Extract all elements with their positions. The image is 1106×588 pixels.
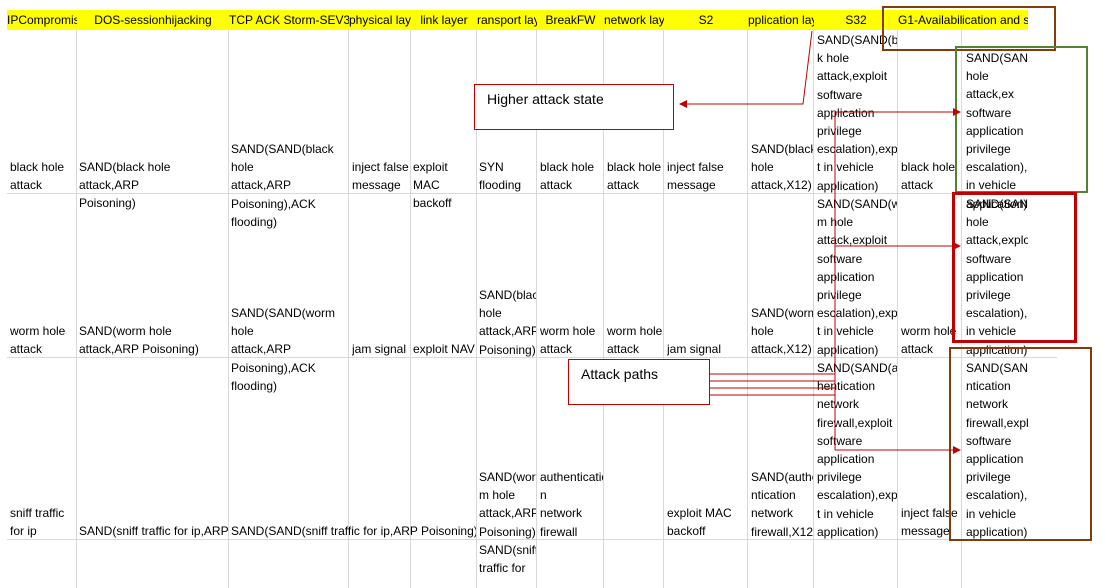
col-header-physical[interactable]: physical layer bbox=[349, 13, 411, 27]
cell-row2-g1[interactable]: worm hole attack bbox=[901, 324, 957, 357]
col-header-link[interactable]: link layer bbox=[420, 13, 468, 27]
cell-row3-breakfw[interactable]: authenticatio n network firewall bbox=[540, 470, 603, 539]
col-header-network[interactable]: network layer bbox=[604, 13, 664, 27]
header-row bbox=[7, 10, 1028, 30]
cell-row2-network[interactable]: worm hole attack bbox=[607, 324, 663, 357]
grid-line bbox=[7, 357, 1057, 358]
callout-attack-paths: Attack paths bbox=[568, 359, 710, 405]
cell-row3-transport[interactable]: SAND(wor m hole attack,ARP Poisoning) bbox=[479, 470, 536, 539]
grid-line bbox=[228, 30, 229, 588]
col-header-application[interactable]: pplication laye bbox=[748, 13, 814, 27]
cell-row3-s2[interactable]: exploit MAC backoff bbox=[667, 506, 732, 539]
cell-row2-breakfw[interactable]: worm hole attack bbox=[540, 324, 596, 357]
grid-line bbox=[348, 30, 349, 588]
cell-row4-transport[interactable]: SAND(sniff traffic for bbox=[479, 543, 536, 576]
grid-line bbox=[410, 30, 411, 588]
grid-line bbox=[7, 193, 1057, 194]
grid-line bbox=[897, 30, 898, 588]
grid-line bbox=[813, 30, 814, 588]
grid-line bbox=[663, 30, 664, 588]
cell-row1-last[interactable]: SAND(SAND(bl hole attack,ex software app… bbox=[966, 51, 1028, 211]
col-header-breakfw[interactable]: BreakFW bbox=[545, 13, 596, 27]
cell-row1-application[interactable]: SAND(black hole attack,X12) bbox=[751, 142, 813, 193]
cell-row3-g1[interactable]: inject false message bbox=[901, 506, 958, 539]
cell-row1-network[interactable]: black hole attack bbox=[607, 160, 662, 193]
cell-row2-tcp[interactable]: SAND(SAND(worm hole attack,ARP Poisoning… bbox=[231, 306, 336, 393]
col-header-g1[interactable]: G1-Availability bbox=[898, 13, 962, 27]
highlight-box-header bbox=[882, 6, 1056, 51]
cell-row3-tcp[interactable]: SAND(SAND(sniff traffic for ip,ARP Poiso… bbox=[231, 524, 476, 538]
cell-row2-last[interactable]: SAND(SAND(w hole attack,exploit software… bbox=[966, 197, 1028, 357]
callout-higher-attack-state: Higher attack state bbox=[474, 84, 674, 130]
cell-row3-label[interactable]: sniff traffic for ip bbox=[10, 506, 65, 539]
cell-row1-g1[interactable]: black hole attack bbox=[901, 160, 956, 193]
cell-row2-label[interactable]: worm hole attack bbox=[10, 324, 66, 357]
cell-row1-label[interactable]: black hole attack bbox=[10, 160, 65, 193]
highlight-box-row3 bbox=[949, 347, 1092, 541]
cell-row2-link[interactable]: exploit NAV bbox=[413, 342, 475, 356]
cell-row2-physical[interactable]: jam signal bbox=[352, 342, 407, 356]
cell-row1-dos[interactable]: SAND(black hole attack,ARP Poisoning) bbox=[79, 160, 171, 211]
col-header-ipcompromise[interactable]: IPCompromise bbox=[7, 13, 77, 27]
highlight-box-row2 bbox=[952, 192, 1077, 343]
cell-row2-s2[interactable]: jam signal bbox=[667, 342, 722, 356]
cell-row3-application[interactable]: SAND(authe nticati­on network firewall,X… bbox=[751, 470, 813, 539]
col-header-transport[interactable]: ransport laye bbox=[477, 13, 537, 27]
col-header-s32[interactable]: S32 bbox=[845, 13, 867, 27]
cell-row2-dos[interactable]: SAND(worm hole attack,ARP Poisoning) bbox=[79, 324, 199, 357]
cell-row2-application[interactable]: SAND(worm hole attack,X12) bbox=[751, 306, 813, 357]
cell-row3-dos[interactable]: SAND(sniff traffic for ip,ARP Poisoning) bbox=[79, 524, 228, 538]
cell-row1-breakfw[interactable]: black hole attack bbox=[540, 160, 595, 193]
grid-line bbox=[76, 30, 77, 588]
grid-line bbox=[476, 30, 477, 588]
grid-line bbox=[747, 30, 748, 588]
grid-line bbox=[961, 30, 962, 588]
cell-row1-physical[interactable]: inject false message bbox=[352, 160, 409, 193]
cell-row2-s32[interactable]: SAND(SAND(wor m hole attack,exploit soft… bbox=[817, 197, 897, 357]
grid-line bbox=[7, 539, 1057, 540]
grid-line bbox=[536, 30, 537, 588]
cell-row1-tcp[interactable]: SAND(SAND(black hole attack,ARP Poisonin… bbox=[231, 142, 334, 229]
col-header-dos[interactable]: DOS-sessionhijacking bbox=[94, 13, 212, 27]
cell-row2-transport[interactable]: SAND(black hole attack,ARP Poisoning) bbox=[479, 288, 536, 357]
cell-row1-s2[interactable]: inject false message bbox=[667, 160, 724, 193]
cell-row1-s32[interactable]: SAND(SAND(blac k hole attack,exploit sof… bbox=[817, 33, 897, 193]
col-header-tcp[interactable]: TCP ACK Storm-SEV3 bbox=[229, 13, 349, 27]
col-header-last[interactable]: ication and ser bbox=[962, 13, 1028, 27]
col-header-s2[interactable]: S2 bbox=[698, 13, 714, 27]
cell-row3-last[interactable]: SAND(SAND(a ntication network firewall,e… bbox=[966, 361, 1028, 539]
cell-row1-link[interactable]: exploit MAC backoff bbox=[413, 160, 452, 211]
cell-row3-s32[interactable]: SAND(SAND(aut hentication network firewa… bbox=[817, 361, 897, 539]
grid-line bbox=[603, 30, 604, 588]
cell-row1-transport[interactable]: SYN flooding bbox=[479, 160, 522, 193]
